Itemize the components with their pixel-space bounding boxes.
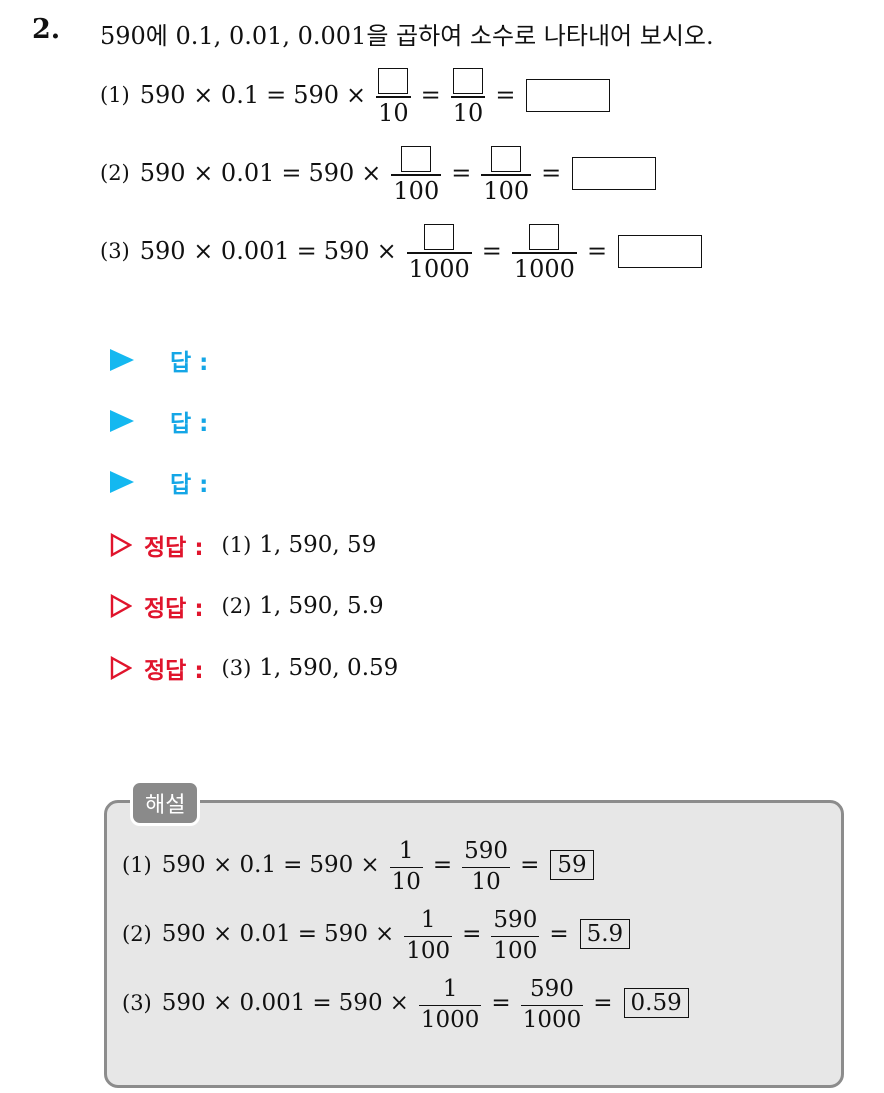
equals-sign: = [420, 81, 441, 109]
item-lhs: 590 × 0.01 [161, 921, 291, 947]
play-triangle-icon [110, 349, 134, 371]
item-number: (2) [122, 922, 152, 946]
item-mid: 590 [293, 81, 340, 109]
result-box: 0.59 [623, 987, 689, 1019]
equals-sign: = [312, 990, 332, 1016]
fraction: 100 [481, 142, 532, 204]
answer-box[interactable] [526, 78, 611, 112]
times-sign: × [346, 81, 367, 109]
equals-sign: = [281, 159, 302, 187]
item-lhs: 590 × 0.1 [161, 852, 277, 878]
item-mid: 590 [324, 921, 368, 947]
blank-box[interactable] [424, 224, 455, 250]
question-item-1: (1) 590 × 0.1 = 590 × 10 = 10 = [100, 60, 611, 130]
answer-box[interactable] [572, 156, 657, 190]
equals-sign: = [520, 852, 540, 878]
result-box: 5.9 [579, 918, 631, 950]
answer-label: 답 : [170, 472, 209, 498]
equals-sign: = [462, 921, 482, 947]
item-lhs: 590 × 0.01 [139, 159, 275, 187]
times-sign: × [376, 237, 397, 265]
times-sign: × [389, 990, 409, 1016]
question-number: 2. [32, 14, 61, 45]
times-sign: × [360, 852, 380, 878]
question-item-2: (2) 590 × 0.01 = 590 × 100 = 100 = [100, 138, 657, 208]
fraction: 1000 [511, 220, 577, 282]
equals-sign: = [297, 921, 318, 947]
answer-label: 답 : [170, 411, 209, 437]
fraction: 10 [376, 64, 411, 126]
item-mid: 590 [338, 990, 383, 1016]
item-lhs: 590 × 0.001 [161, 990, 306, 1016]
equals-sign: = [296, 237, 317, 265]
equals-sign: = [541, 159, 562, 187]
answer-line-3[interactable]: 답 : [110, 462, 208, 502]
outline-triangle-icon [110, 656, 132, 680]
solution-value: (3)1, 590, 0.59 [221, 655, 399, 681]
item-mid: 590 [323, 237, 370, 265]
item-number: (2) [100, 161, 130, 185]
question-text: 590에 0.1, 0.01, 0.001을 곱하여 소수로 나타내어 보시오. [100, 22, 714, 50]
solution-line-2: 정답 : (2)1, 590, 5.9 [110, 586, 384, 626]
explanation-tag: 해설 [130, 780, 201, 826]
solution-label: 정답 : [144, 535, 204, 561]
blank-box[interactable] [453, 68, 484, 94]
solution-line-3: 정답 : (3)1, 590, 0.59 [110, 648, 398, 688]
fraction: 1000 [406, 220, 472, 282]
item-number: (3) [122, 991, 152, 1015]
equals-sign: = [266, 81, 287, 109]
equals-sign: = [549, 921, 569, 947]
item-mid: 590 [309, 852, 354, 878]
outline-triangle-icon [110, 533, 132, 557]
times-sign: × [361, 159, 382, 187]
solution-line-1: 정답 : (1)1, 590, 59 [110, 525, 376, 565]
answer-line-1[interactable]: 답 : [110, 340, 208, 380]
answer-label: 답 : [170, 350, 209, 376]
item-number: (3) [100, 239, 130, 263]
solution-value: (2)1, 590, 5.9 [221, 593, 384, 619]
solution-value: (1)1, 590, 59 [221, 532, 377, 558]
equals-sign: = [495, 81, 516, 109]
item-mid: 590 [308, 159, 355, 187]
equals-sign: = [593, 990, 613, 1016]
play-triangle-icon [110, 410, 134, 432]
blank-box[interactable] [401, 146, 432, 172]
equals-sign: = [491, 990, 511, 1016]
question-item-3: (3) 590 × 0.001 = 590 × 1000 = 1000 = [100, 216, 703, 286]
equals-sign: = [451, 159, 472, 187]
answer-line-2[interactable]: 답 : [110, 401, 208, 441]
times-sign: × [374, 921, 395, 947]
solution-label: 정답 : [144, 658, 204, 684]
item-number: (1) [122, 853, 152, 877]
blank-box[interactable] [378, 68, 409, 94]
equals-sign: = [481, 237, 502, 265]
play-triangle-icon [110, 471, 134, 493]
fraction: 10 [450, 64, 486, 126]
item-lhs: 590 × 0.1 [139, 81, 260, 109]
solution-label: 정답 : [144, 596, 204, 622]
explanation-panel [104, 800, 844, 1088]
blank-box[interactable] [491, 146, 522, 172]
equals-sign: = [586, 237, 608, 265]
equals-sign: = [283, 852, 303, 878]
answer-box[interactable] [618, 234, 703, 268]
item-number: (1) [100, 83, 130, 107]
blank-box[interactable] [529, 224, 560, 250]
item-lhs: 590 × 0.001 [139, 237, 290, 265]
outline-triangle-icon [110, 594, 132, 618]
fraction: 100 [391, 142, 442, 204]
result-box: 59 [550, 849, 594, 881]
equals-sign: = [432, 852, 453, 878]
